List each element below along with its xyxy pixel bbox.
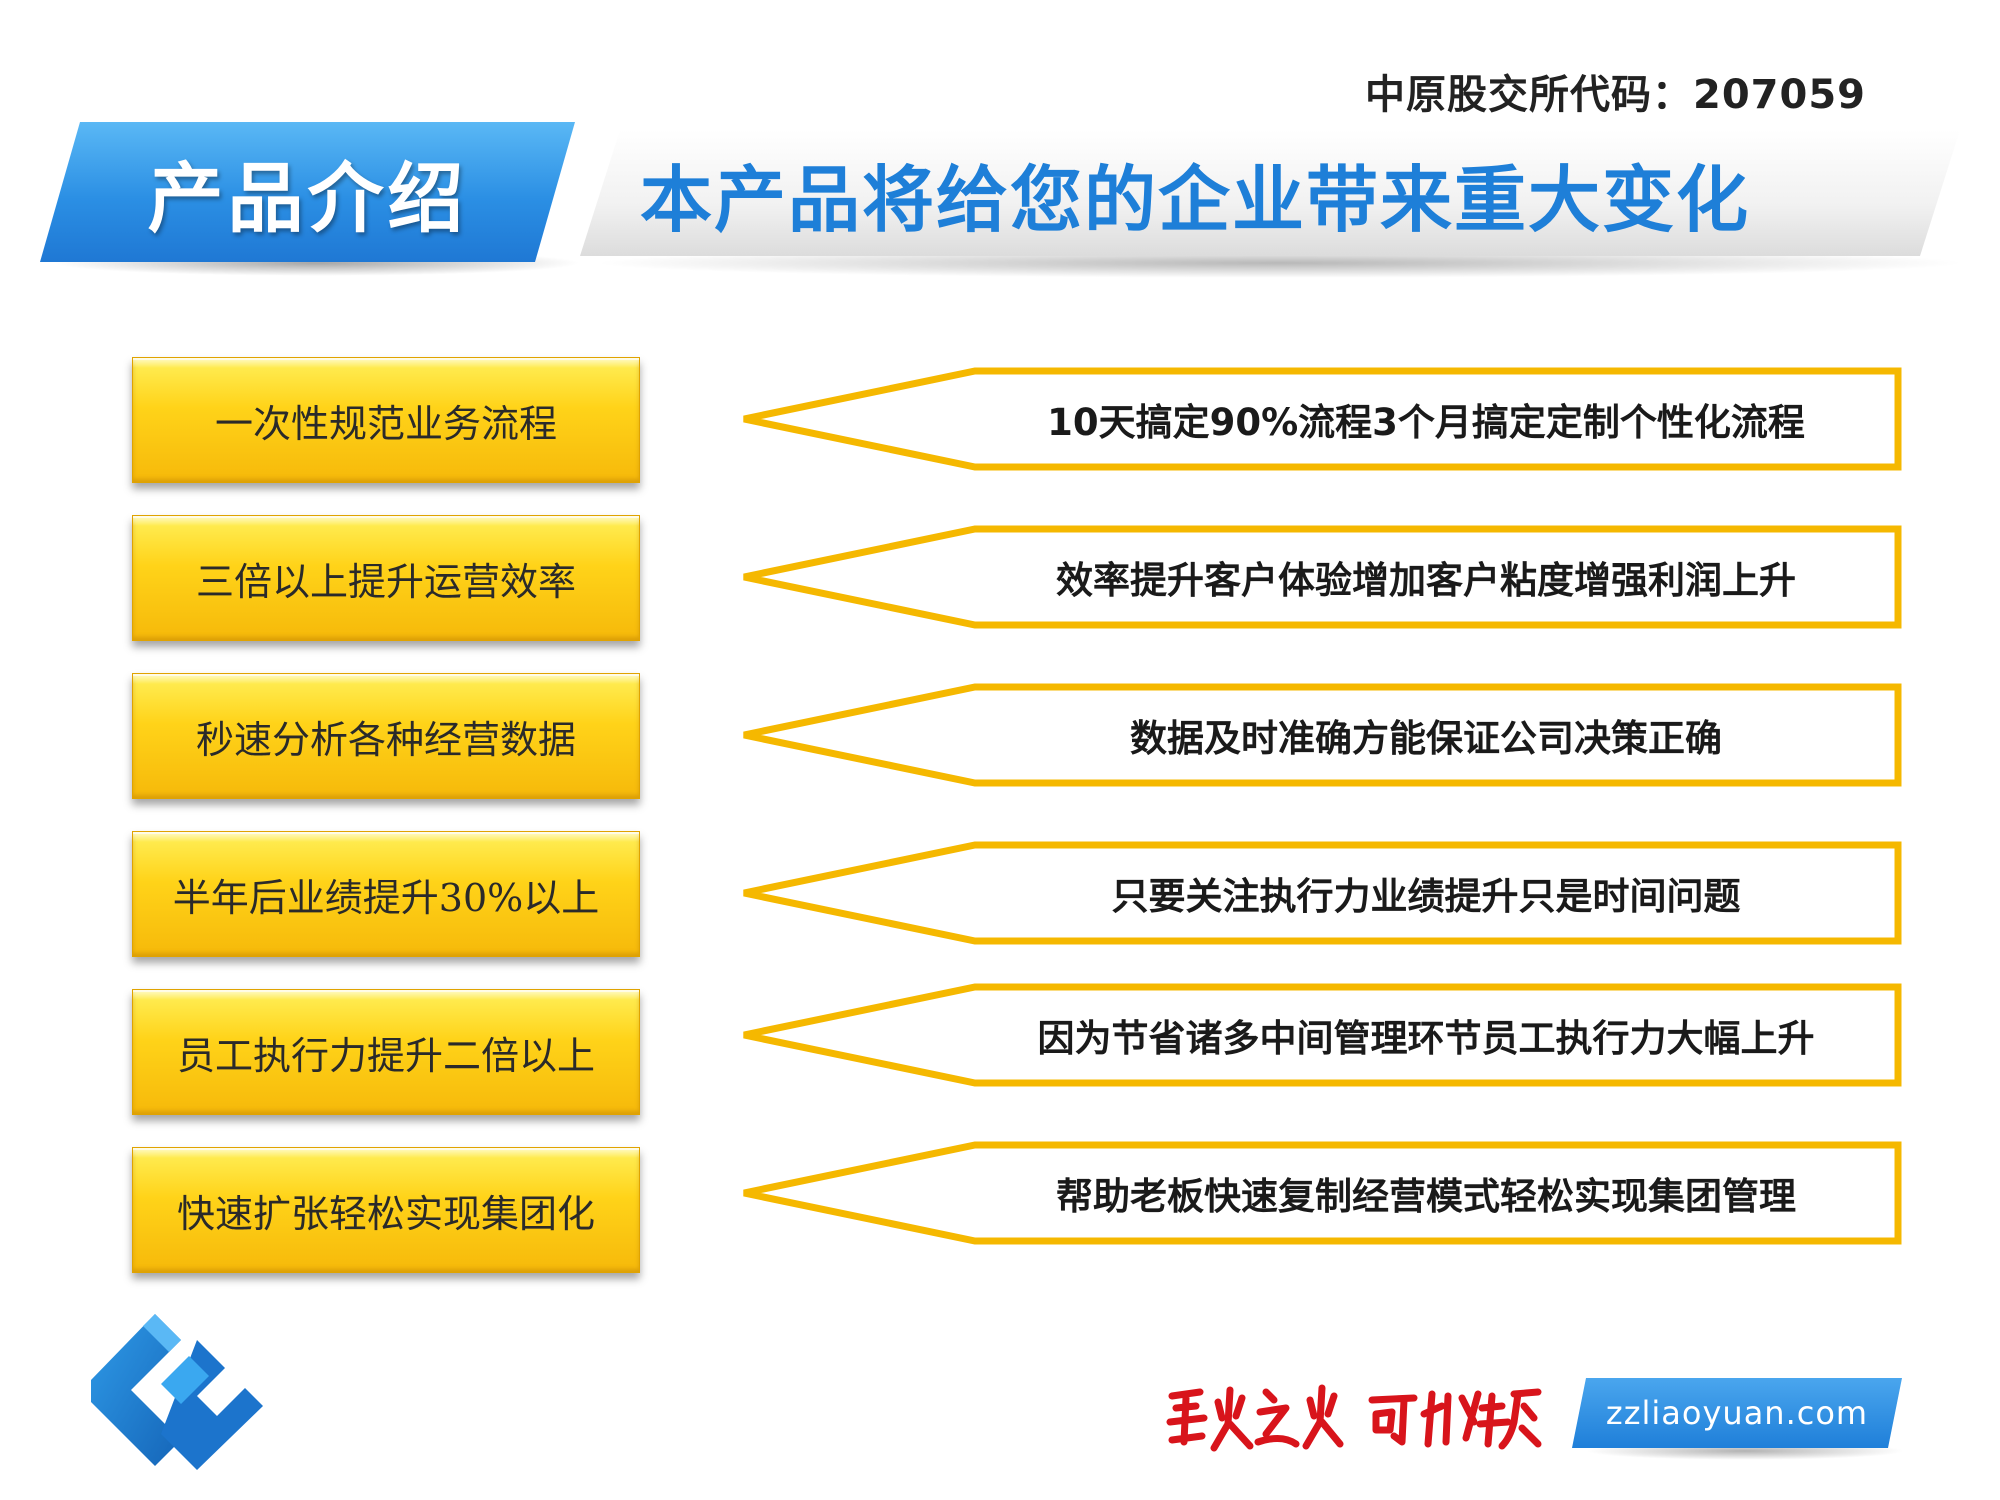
benefit-callout: 效率提升客户体验增加客户粘度增强利润上升	[740, 525, 1902, 629]
benefit-callout: 只要关注执行力业绩提升只是时间问题	[740, 841, 1902, 945]
benefit-callout: 帮助老板快速复制经营模式轻松实现集团管理	[740, 1141, 1902, 1245]
header-title-banner	[580, 130, 1960, 256]
feature-item: 员工执行力提升二倍以上	[132, 989, 640, 1115]
feature-item: 三倍以上提升运营效率	[132, 515, 640, 641]
feature-item: 快速扩张轻松实现集团化	[132, 1147, 640, 1273]
benefit-text: 数据及时准确方能保证公司决策正确	[1130, 717, 1722, 760]
benefit-callout: 数据及时准确方能保证公司决策正确	[740, 683, 1902, 787]
website-url-badge[interactable]: zzliaoyuan.com	[1572, 1378, 1902, 1448]
calligraphy-signature	[1166, 1384, 1542, 1452]
arrow-callout-shape	[743, 983, 1902, 1087]
arrow-callout-shape	[743, 683, 1902, 787]
feature-item: 秒速分析各种经营数据	[132, 673, 640, 799]
benefit-callout: 因为节省诸多中间管理环节员工执行力大幅上升	[740, 983, 1902, 1087]
benefit-text: 效率提升客户体验增加客户粘度增强利润上升	[1056, 559, 1796, 602]
arrow-callout-shape	[743, 841, 1902, 945]
benefit-text: 10天搞定90%流程3个月搞定定制个性化流程	[1047, 401, 1805, 444]
company-logo-icon	[91, 1314, 263, 1470]
arrow-callout-shape	[743, 367, 1902, 471]
benefit-text: 帮助老板快速复制经营模式轻松实现集团管理	[1056, 1175, 1796, 1218]
feature-item: 半年后业绩提升30%以上	[132, 831, 640, 957]
header-label: 产品介绍	[147, 154, 468, 243]
page-title: 本产品将给您的企业带来重大变化	[640, 157, 1751, 242]
benefit-callout: 10天搞定90%流程3个月搞定定制个性化流程	[740, 367, 1902, 471]
arrow-callout-shape	[743, 525, 1902, 629]
stock-code: 中原股交所代码：207059	[1365, 72, 1866, 118]
arrow-callout-shape	[743, 1141, 1902, 1245]
header-label-banner	[40, 122, 575, 262]
benefit-text: 因为节省诸多中间管理环节员工执行力大幅上升	[1037, 1017, 1815, 1060]
feature-item: 一次性规范业务流程	[132, 357, 640, 483]
benefit-text: 只要关注执行力业绩提升只是时间问题	[1111, 875, 1741, 918]
